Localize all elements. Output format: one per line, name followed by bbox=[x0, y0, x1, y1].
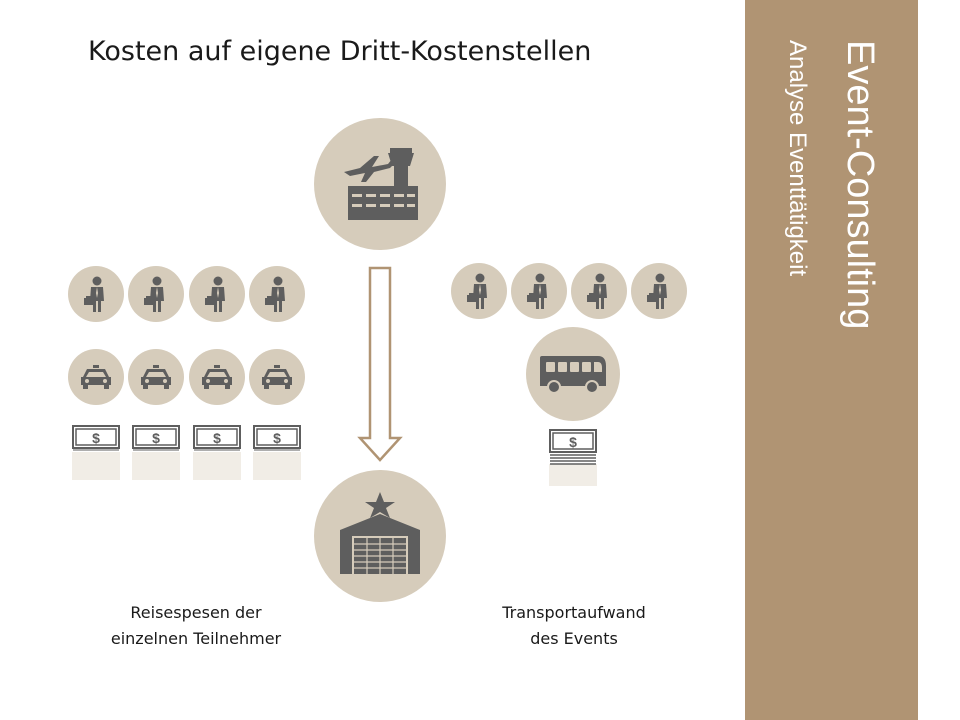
money-stack-icon: $ bbox=[549, 429, 597, 465]
businessman-circle bbox=[128, 266, 184, 322]
page-title: Kosten auf eigene Dritt-Kostenstellen bbox=[88, 36, 592, 67]
taxi-icon bbox=[202, 365, 232, 389]
businessman-icon bbox=[587, 273, 607, 309]
taxi-circle bbox=[189, 349, 245, 405]
airport-circle bbox=[314, 118, 446, 250]
down-arrow-icon bbox=[357, 266, 403, 462]
businessman-circle bbox=[249, 266, 305, 322]
businessman-icon bbox=[265, 276, 285, 312]
money-icon: $ bbox=[253, 425, 301, 451]
svg-text:$: $ bbox=[569, 434, 577, 450]
sidebar: Event-Consulting Analyse Eventtätigkeit bbox=[745, 0, 918, 720]
businessman-circle bbox=[631, 263, 687, 319]
event-hall-circle bbox=[314, 470, 446, 602]
businessman-icon bbox=[205, 276, 225, 312]
taxi-icon bbox=[141, 365, 171, 389]
bus-icon bbox=[540, 356, 606, 394]
svg-text:$: $ bbox=[92, 430, 100, 446]
airport-icon bbox=[344, 148, 418, 220]
money-icon: $ bbox=[132, 425, 180, 451]
money-icon: $ bbox=[193, 425, 241, 451]
businessman-icon bbox=[647, 273, 667, 309]
businessman-circle bbox=[68, 266, 124, 322]
right-caption-line2: des Events bbox=[530, 629, 618, 648]
taxi-icon bbox=[81, 365, 111, 389]
left-caption: Reisespesen der einzelnen Teilnehmer bbox=[66, 600, 326, 652]
svg-text:$: $ bbox=[273, 430, 281, 446]
right-caption-line1: Transportaufwand bbox=[502, 603, 646, 622]
businessman-icon bbox=[467, 273, 487, 309]
businessman-icon bbox=[527, 273, 547, 309]
right-caption: Transportaufwand des Events bbox=[444, 600, 704, 652]
svg-text:$: $ bbox=[213, 430, 221, 446]
taxi-icon bbox=[262, 365, 292, 389]
businessman-icon bbox=[84, 276, 104, 312]
sidebar-sub-label: Analyse Eventtätigkeit bbox=[784, 40, 811, 277]
bus-circle bbox=[526, 327, 620, 421]
money-icon: $ bbox=[72, 425, 120, 451]
businessman-circle bbox=[451, 263, 507, 319]
left-caption-line1: Reisespesen der bbox=[130, 603, 262, 622]
businessman-circle bbox=[571, 263, 627, 319]
event-hall-icon bbox=[340, 492, 420, 574]
businessman-circle bbox=[189, 266, 245, 322]
left-caption-line2: einzelnen Teilnehmer bbox=[110, 629, 282, 648]
taxi-circle bbox=[68, 349, 124, 405]
taxi-circle bbox=[249, 349, 305, 405]
businessman-circle bbox=[511, 263, 567, 319]
svg-text:$: $ bbox=[152, 430, 160, 446]
sidebar-main-label: Event-Consulting bbox=[839, 40, 881, 330]
taxi-circle bbox=[128, 349, 184, 405]
businessman-icon bbox=[144, 276, 164, 312]
